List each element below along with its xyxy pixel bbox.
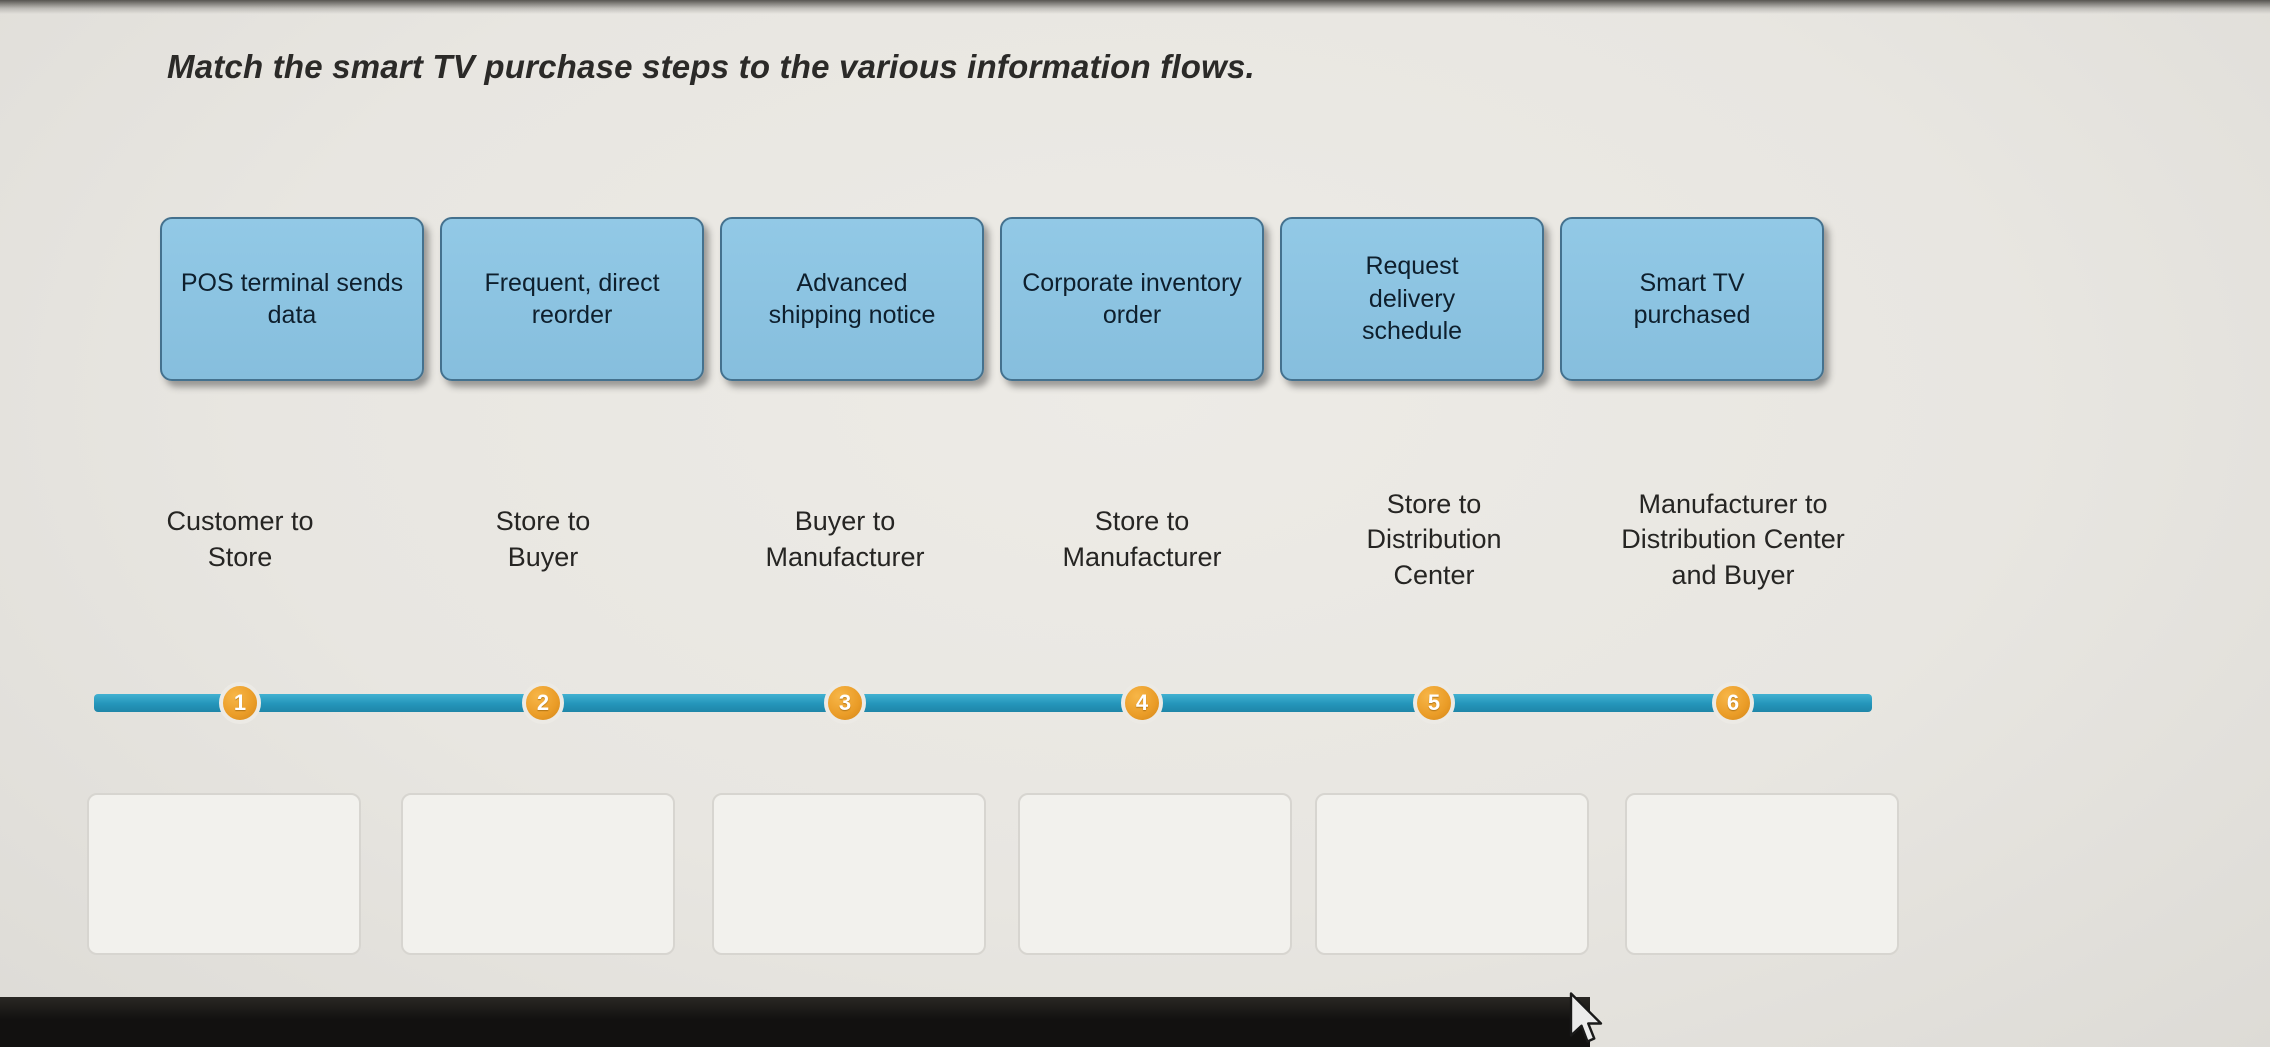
card-label: Request delivery schedule <box>1361 252 1463 346</box>
timeline-marker: 3 <box>824 682 866 724</box>
drop-zone[interactable] <box>1625 793 1899 955</box>
timeline-bar <box>94 694 1872 712</box>
drop-zone[interactable] <box>87 793 361 955</box>
flow-label: Buyer to Manufacturer <box>765 506 925 572</box>
draggable-card[interactable]: Request delivery schedule <box>1280 217 1544 381</box>
timeline-marker: 1 <box>219 682 261 724</box>
drop-zone[interactable] <box>712 793 986 955</box>
card-row: POS terminal sends data Frequent, direct… <box>160 217 1824 381</box>
flow-label: Store to Distribution Center <box>1366 488 1502 590</box>
card-label: Advanced shipping notice <box>768 268 936 330</box>
drop-zone[interactable] <box>1018 793 1292 955</box>
draggable-card[interactable]: Smart TV purchased <box>1560 217 1824 381</box>
draggable-card[interactable]: Corporate inventory order <box>1000 217 1264 381</box>
draggable-card[interactable]: Advanced shipping notice <box>720 217 984 381</box>
drop-zone[interactable] <box>401 793 675 955</box>
timeline-marker: 4 <box>1121 682 1163 724</box>
draggable-card[interactable]: Frequent, direct reorder <box>440 217 704 381</box>
flow-label: Manufacturer to Distribution Center and … <box>1621 488 1845 590</box>
card-label: Frequent, direct reorder <box>484 268 660 330</box>
timeline-marker: 5 <box>1413 682 1455 724</box>
drop-zone[interactable] <box>1315 793 1589 955</box>
screen-top-edge <box>0 0 2270 14</box>
card-label: Smart TV purchased <box>1633 268 1751 330</box>
timeline-marker: 2 <box>522 682 564 724</box>
draggable-card[interactable]: POS terminal sends data <box>160 217 424 381</box>
timeline-marker: 6 <box>1712 682 1754 724</box>
card-label: Corporate inventory order <box>1022 268 1242 330</box>
flow-label: Store to Manufacturer <box>1062 506 1222 572</box>
flow-label: Store to Buyer <box>495 506 591 572</box>
flow-label: Customer to Store <box>166 506 314 572</box>
instruction-text: Match the smart TV purchase steps to the… <box>167 48 1255 85</box>
card-label: POS terminal sends data <box>180 268 404 330</box>
screen-bottom-edge <box>0 997 1590 1047</box>
